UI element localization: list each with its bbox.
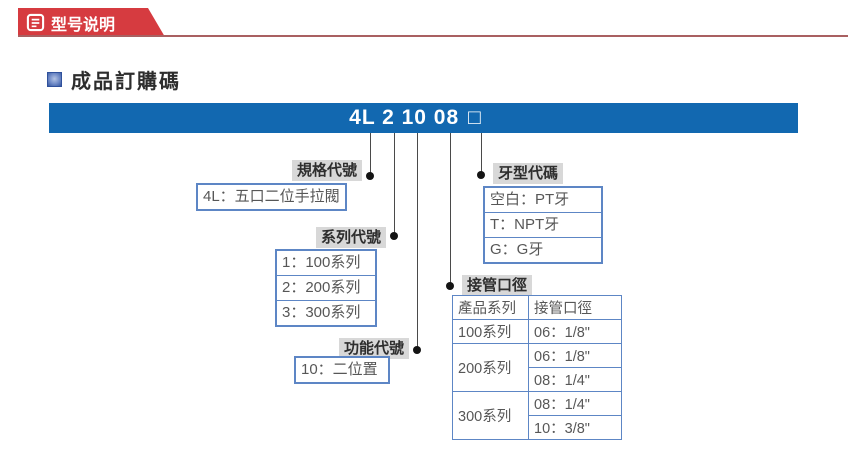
size-cell: 08：1/4" [528, 391, 622, 416]
size-cell: 06：1/8" [528, 343, 622, 368]
square-bullet-icon [47, 72, 62, 87]
thread-item: 空白：PT牙 [490, 191, 570, 208]
pipe-size-label: 接管口徑 [462, 275, 533, 296]
header-product-series: 產品系列 [452, 295, 529, 320]
blank-code-box: □ [468, 106, 482, 129]
connector-dot-pipe [446, 282, 454, 290]
series-item: 2：200系列 [277, 275, 375, 300]
thread-item: T：NPT牙 [485, 212, 601, 237]
banner-title: 型号说明 [51, 16, 116, 34]
spec-code-item: 4L：五口二位手拉閥 [203, 188, 340, 205]
connector-line-function [417, 133, 418, 350]
connector-line-thread [481, 133, 482, 175]
size-cell: 08：1/4" [528, 367, 622, 392]
thread-code-label: 牙型代碼 [493, 163, 564, 184]
table-row: 08：1/4" [453, 367, 622, 392]
series-code-label: 系列代號 [315, 227, 386, 248]
thread-item: G：G牙 [485, 237, 601, 262]
order-code-text: 4L 2 10 08 [349, 106, 460, 129]
function-item: 10：二位置 [301, 361, 378, 378]
series-item: 1：100系列 [282, 254, 361, 271]
size-cell: 06：1/8" [528, 319, 622, 344]
series-200-cell: 200系列 [452, 343, 529, 392]
spec-code-box: 4L：五口二位手拉閥 [196, 183, 347, 211]
function-code-box: 10：二位置 [294, 356, 390, 384]
table-row: 300系列 08：1/4" [452, 391, 622, 440]
connector-dot-thread [477, 171, 485, 179]
connector-line-series [394, 133, 395, 236]
table-row: 10：3/8" [453, 415, 622, 440]
series-item: 3：300系列 [277, 300, 375, 325]
connector-line-spec [370, 133, 371, 176]
banner-underline [18, 35, 848, 37]
section-banner: 型号说明 [18, 8, 165, 37]
order-code-bar: 4L 2 10 08 □ [49, 103, 798, 133]
spec-code-label: 規格代號 [291, 160, 362, 181]
pipe-size-table: 產品系列 接管口徑 100系列 06：1/8" 200系列 06：1/8" 08… [452, 295, 622, 440]
table-header-row: 產品系列 接管口徑 [452, 295, 622, 320]
table-row: 200系列 06：1/8" [452, 343, 622, 392]
size-cell: 10：3/8" [528, 415, 622, 440]
thread-code-box: 空白：PT牙 T：NPT牙 G：G牙 [483, 186, 603, 264]
connector-dot-spec [366, 172, 374, 180]
table-row: 100系列 06：1/8" [452, 319, 622, 344]
connector-dot-series [390, 232, 398, 240]
header-pipe-size: 接管口徑 [528, 295, 622, 320]
series-code-box: 1：100系列 2：200系列 3：300系列 [275, 249, 377, 327]
series-300-cell: 300系列 [452, 391, 529, 440]
function-code-label: 功能代號 [338, 338, 409, 359]
connector-line-pipe [450, 133, 451, 286]
series-100-cell: 100系列 [452, 319, 529, 344]
connector-dot-function [413, 346, 421, 354]
document-lines-icon [26, 13, 45, 32]
section-heading: 成品訂購碼 [47, 65, 181, 94]
section-title: 成品訂購碼 [71, 71, 181, 93]
